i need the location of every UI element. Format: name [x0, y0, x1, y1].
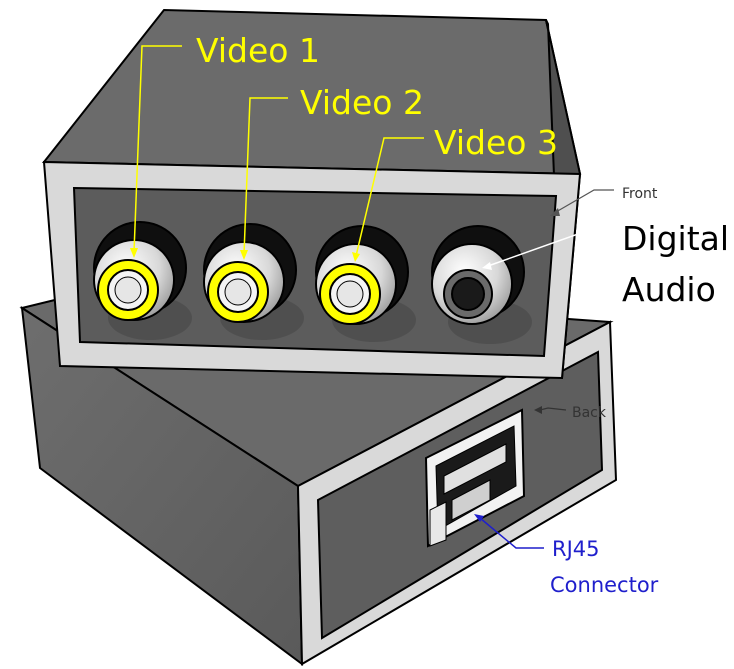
- label-digital: Digital: [622, 219, 729, 258]
- callout-video-3: [352, 137, 424, 262]
- front-box: [41, 8, 582, 380]
- label-video-2: Video 2: [300, 83, 424, 122]
- callout-back: [534, 406, 567, 414]
- label-connector: Connector: [550, 573, 659, 597]
- callout-video-2: [240, 97, 288, 260]
- label-video-1: Video 1: [196, 31, 320, 70]
- label-rj45: RJ45: [552, 537, 600, 561]
- rj45-jack: [424, 408, 526, 548]
- label-back: Back: [572, 405, 607, 421]
- rca-jack-video-3: [315, 225, 409, 325]
- label-audio: Audio: [622, 270, 716, 309]
- callout-digital-audio: [482, 233, 608, 270]
- rca-jack-video-2: [203, 223, 297, 323]
- label-video-3: Video 3: [434, 123, 558, 162]
- callout-rj45: [474, 514, 544, 549]
- callout-front: [550, 189, 614, 216]
- label-front: Front: [622, 186, 658, 202]
- callout-video-1: [130, 45, 182, 258]
- rca-jack-video-1: [93, 221, 187, 321]
